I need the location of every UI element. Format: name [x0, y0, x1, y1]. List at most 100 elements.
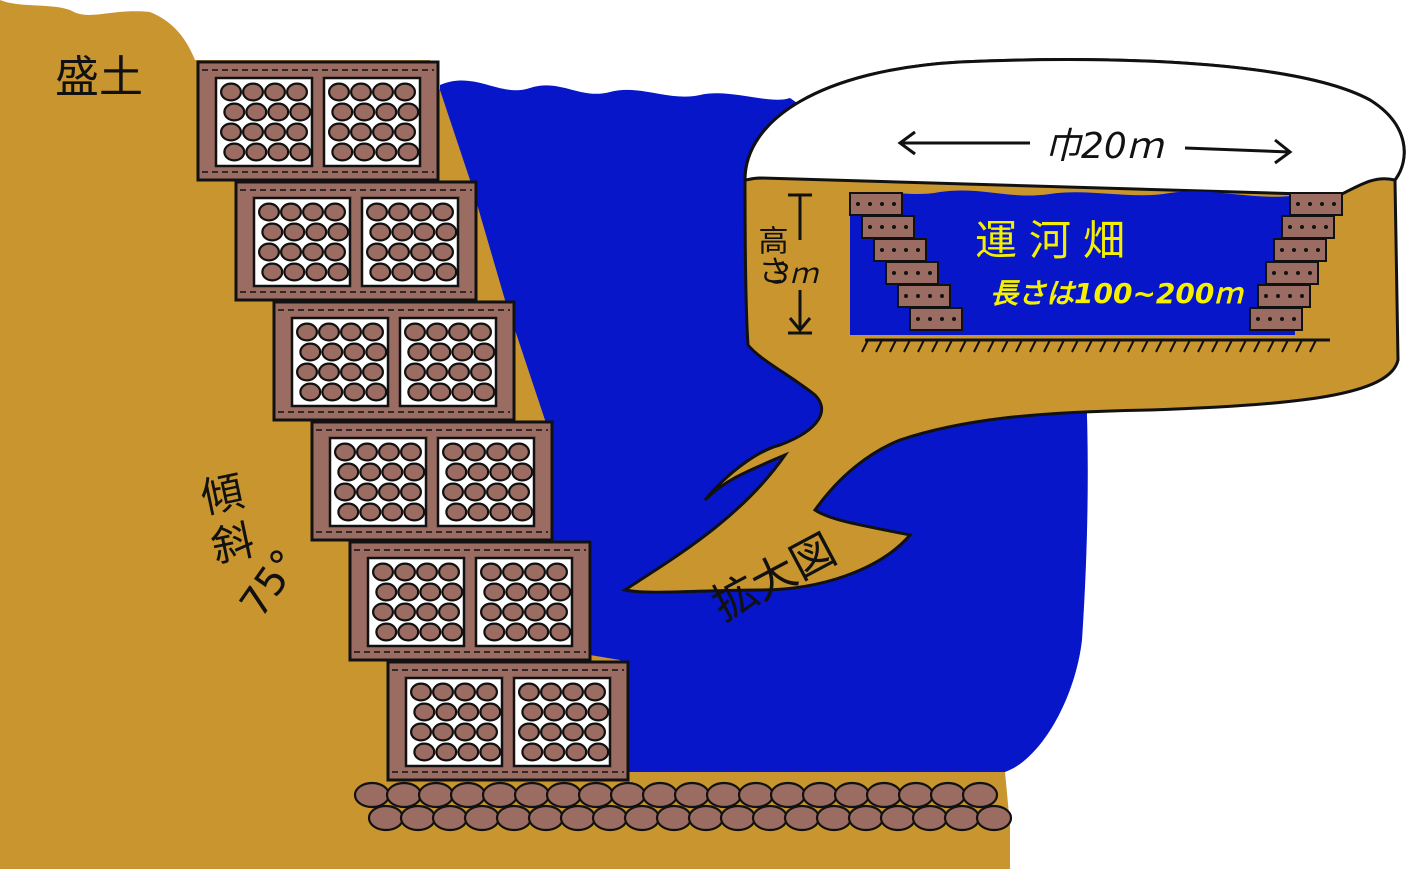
cobble-stone: [372, 82, 395, 102]
cobble-stone: [502, 562, 525, 582]
cobble-stone: [435, 742, 458, 762]
foundation-stone: [623, 804, 661, 832]
cobble-stone: [432, 722, 455, 742]
cobble-stone: [445, 462, 468, 482]
hatch-line: [1211, 339, 1219, 353]
foundation-stone: [399, 804, 437, 832]
cobble-stone: [394, 82, 417, 102]
cobble-stone: [419, 582, 442, 602]
cobble-stone: [517, 682, 540, 702]
cobble-stone: [527, 622, 550, 642]
mini-crib-dot: [892, 271, 896, 275]
cobble-stone: [267, 102, 290, 122]
foundation-stone: [929, 781, 967, 809]
cobble-stone: [296, 322, 319, 342]
hatch-line: [1015, 339, 1023, 353]
foundation-stone: [385, 781, 423, 809]
cobble-stone: [220, 82, 243, 102]
foundation-stone: [751, 804, 789, 832]
cobble-stone: [372, 562, 395, 582]
cobble-stone: [296, 362, 319, 382]
foundation-stone: [527, 804, 565, 832]
cobble-stone: [280, 242, 303, 262]
cobble-stone: [451, 342, 474, 362]
cobble-stone: [372, 122, 395, 142]
foundation-stone: [815, 804, 853, 832]
cobble-stone: [539, 682, 562, 702]
cobble-stone: [549, 582, 572, 602]
cobble-stone: [375, 622, 398, 642]
cobble-stone: [441, 622, 464, 642]
cobble-stone: [561, 682, 584, 702]
mini-crib-dot: [904, 271, 908, 275]
cobble-stone: [353, 102, 376, 122]
hatch-line: [1085, 339, 1093, 353]
cobble-stone: [407, 382, 430, 402]
cobble-stone: [483, 622, 506, 642]
cobble-stone: [258, 242, 281, 262]
cobble-stone: [429, 382, 452, 402]
cobble-stone: [451, 382, 474, 402]
foundation-stone: [655, 804, 693, 832]
mini-crib-dot: [1312, 225, 1316, 229]
cobble-stone: [464, 482, 487, 502]
cobble-stone: [521, 742, 544, 762]
cobble-stone: [583, 682, 606, 702]
mini-crib-dot: [868, 202, 872, 206]
foundation-stone: [801, 781, 839, 809]
cobble-stone: [331, 102, 354, 122]
cobble-stone: [473, 382, 496, 402]
cobble-stone: [583, 722, 606, 742]
cobble-stone: [521, 702, 544, 722]
mini-crib-dot: [892, 248, 896, 252]
cobble-stone: [505, 622, 528, 642]
mini-crib-dot: [940, 294, 944, 298]
cobble-stone: [539, 722, 562, 742]
callout-canal-water: [850, 190, 1295, 335]
hatch-line: [1169, 339, 1177, 353]
mini-crib-block: [909, 307, 963, 331]
mini-crib-dot: [1292, 317, 1296, 321]
cobble-stone: [419, 622, 442, 642]
cobble-stone: [328, 122, 351, 142]
hatch-line: [1141, 339, 1149, 353]
cobble-stone: [366, 242, 389, 262]
foundation-stone: [417, 781, 455, 809]
cobble-stone: [486, 482, 509, 502]
gabion-crib-wall: [196, 60, 630, 782]
cobble-stone: [505, 582, 528, 602]
cobble-stone: [527, 582, 550, 602]
cobble-stone: [381, 502, 404, 522]
mini-crib-dot: [1316, 248, 1320, 252]
crib-row: [348, 540, 592, 662]
cobble-stone: [479, 742, 502, 762]
cobble-stone: [561, 722, 584, 742]
cobble-stone: [486, 442, 509, 462]
mini-crib-dot: [952, 317, 956, 321]
foundation-stone: [609, 781, 647, 809]
cobble-stone: [489, 462, 512, 482]
cobble-stone: [545, 562, 568, 582]
cobble-stone: [480, 562, 503, 582]
hatch-line: [1239, 339, 1247, 353]
hatch-line: [1183, 339, 1191, 353]
cobble-stone: [403, 502, 426, 522]
cobble-stone: [356, 442, 379, 462]
mini-crib-dot: [1324, 225, 1328, 229]
cobble-stone: [413, 262, 436, 282]
cobble-stone: [283, 222, 306, 242]
cobble-stone: [242, 122, 265, 142]
cobble-stone: [445, 502, 468, 522]
foundation-stone: [353, 781, 391, 809]
hatch-line: [1099, 339, 1107, 353]
foundation-stone: [975, 804, 1013, 832]
cobble-stone: [242, 82, 265, 102]
mini-crib-dot: [916, 317, 920, 321]
hatch-line: [889, 339, 897, 353]
hatch-line: [903, 339, 911, 353]
hatch-line: [959, 339, 967, 353]
mini-crib-dot: [940, 317, 944, 321]
cobble-stone: [435, 702, 458, 722]
cobble-stone: [353, 142, 376, 162]
cobble-stone: [321, 382, 344, 402]
